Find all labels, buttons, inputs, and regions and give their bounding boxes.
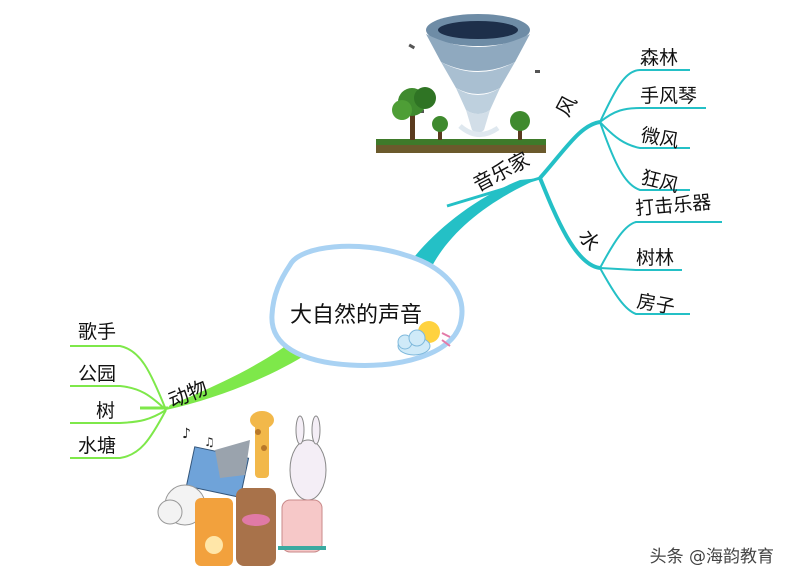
leaf-water-woods: 树林 — [636, 247, 674, 269]
cloud-sun-icon — [397, 321, 451, 356]
leaf-water-percussion: 打击乐器 — [635, 191, 713, 220]
leaf-animal-singer: 歌手 — [78, 321, 116, 343]
branch-label-animals: 动物 — [165, 375, 211, 412]
leaf-animal-pond: 水塘 — [78, 435, 116, 457]
leaf-animal-tree: 树 — [96, 400, 115, 422]
branch-label-wind: 风 — [551, 91, 582, 120]
animal-subbranches — [70, 345, 167, 459]
tornado-illustration — [376, 14, 546, 153]
musician-branch-line — [446, 176, 541, 208]
musician-branch-trunk — [408, 178, 540, 270]
leaf-wind-accordion: 手风琴 — [640, 85, 697, 107]
leaf-wind-forest: 森林 — [640, 47, 678, 69]
leaf-animal-park: 公园 — [78, 363, 116, 385]
svg-text:♫: ♫ — [204, 435, 215, 449]
animal-band-illustration: ♪ ♫ — [157, 411, 327, 566]
leaf-wind-gale: 狂风 — [639, 167, 681, 198]
center-title: 大自然的声音 — [290, 303, 422, 328]
animals-branch-trunk — [166, 335, 310, 410]
water-subbranches — [599, 221, 722, 315]
music-note-icon: ♪ — [182, 426, 191, 442]
wind-subbranches — [599, 69, 706, 191]
watermark-text: 头条 @海韵教育 — [649, 547, 774, 567]
